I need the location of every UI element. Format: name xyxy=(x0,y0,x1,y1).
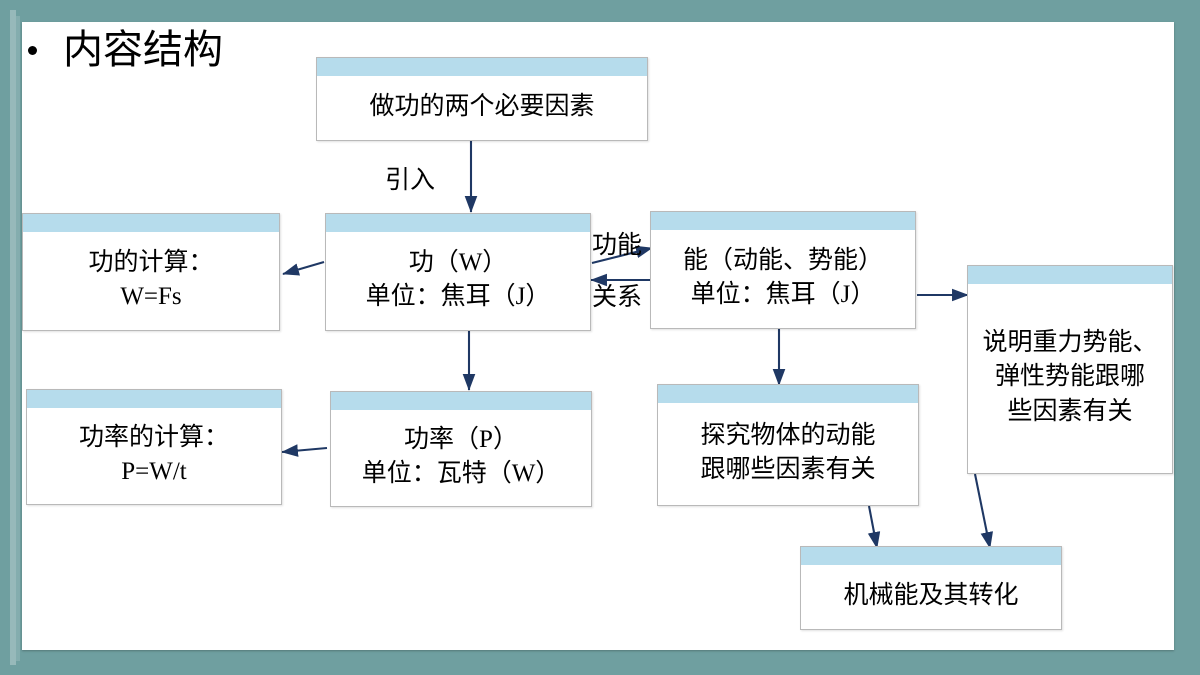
node-header-strip xyxy=(317,58,647,76)
node-line-1: 做功的两个必要因素 xyxy=(369,92,595,120)
node-line-1: 功率（P） xyxy=(404,425,518,453)
bullet-icon xyxy=(28,45,37,55)
node-body: 能（动能、势能） 单位：焦耳（J） xyxy=(651,230,915,328)
node-line-1: 能（动能、势能） xyxy=(682,246,883,274)
node-header-strip xyxy=(331,392,591,410)
node-header-strip xyxy=(651,212,915,230)
node-body: 说明重力势能、 弹性势能跟哪 些因素有关 xyxy=(968,284,1172,473)
node-line-1: 探究物体的动能 xyxy=(700,421,876,449)
node-header-strip xyxy=(801,547,1061,565)
node-work-calculation[interactable]: 功的计算： W=Fs xyxy=(22,213,280,331)
page-title-text: 内容结构 xyxy=(63,27,223,72)
node-line-1: 功（W） xyxy=(408,248,508,276)
node-body: 机械能及其转化 xyxy=(801,565,1061,629)
node-potential-energy-explain[interactable]: 说明重力势能、 弹性势能跟哪 些因素有关 xyxy=(967,265,1173,474)
node-header-strip xyxy=(658,385,918,403)
node-line-1: 机械能及其转化 xyxy=(843,581,1019,609)
node-body: 功的计算： W=Fs xyxy=(23,232,279,330)
node-line-2: P=W/t xyxy=(121,458,187,485)
node-energy[interactable]: 能（动能、势能） 单位：焦耳（J） xyxy=(650,211,916,329)
node-header-strip xyxy=(27,390,281,408)
node-header-strip xyxy=(23,214,279,232)
node-line-1: 功率的计算： xyxy=(78,423,229,451)
edge-label-relation-top: 功能 xyxy=(592,232,643,259)
node-power[interactable]: 功率（P） 单位：瓦特（W） xyxy=(330,391,592,507)
node-header-strip xyxy=(326,214,590,232)
node-work[interactable]: 功（W） 单位：焦耳（J） xyxy=(325,213,591,331)
node-body: 功率的计算： P=W/t xyxy=(27,408,281,504)
node-line-3: 些因素有关 xyxy=(1007,397,1133,425)
node-line-2: 弹性势能跟哪 xyxy=(994,363,1145,391)
node-body: 功（W） 单位：焦耳（J） xyxy=(326,232,590,330)
node-body: 功率（P） 单位：瓦特（W） xyxy=(331,410,591,506)
node-line-2: 跟哪些因素有关 xyxy=(700,456,876,483)
node-work-two-factors[interactable]: 做功的两个必要因素 xyxy=(316,57,648,141)
node-body: 探究物体的动能 跟哪些因素有关 xyxy=(658,403,918,505)
edge-power-to-powercalc xyxy=(281,444,328,457)
edge-kinetic-to-mechanical xyxy=(867,505,881,549)
edge-label-introduce: 引入 xyxy=(385,167,436,194)
node-line-2: 单位：焦耳（J） xyxy=(365,283,551,310)
edge-label-relation-bottom: 关系 xyxy=(592,284,643,311)
frame-accent-stripe xyxy=(10,10,16,665)
page-title: 内容结构 xyxy=(28,30,223,70)
node-mechanical-energy[interactable]: 机械能及其转化 xyxy=(800,546,1062,630)
edge-work-to-workcalc xyxy=(282,260,325,276)
node-line-2: W=Fs xyxy=(120,283,182,310)
node-header-strip xyxy=(968,266,1172,284)
node-power-calculation[interactable]: 功率的计算： P=W/t xyxy=(26,389,282,505)
edge-potential-to-mechanical xyxy=(973,473,994,549)
node-kinetic-energy-inquiry[interactable]: 探究物体的动能 跟哪些因素有关 xyxy=(657,384,919,506)
node-body: 做功的两个必要因素 xyxy=(317,76,647,140)
frame-accent-stripe-inner xyxy=(16,16,20,661)
node-line-2: 单位：焦耳（J） xyxy=(690,281,876,308)
node-line-2: 单位：瓦特（W） xyxy=(361,460,561,487)
node-line-1: 说明重力势能、 xyxy=(982,328,1158,356)
node-line-1: 功的计算： xyxy=(88,248,214,276)
